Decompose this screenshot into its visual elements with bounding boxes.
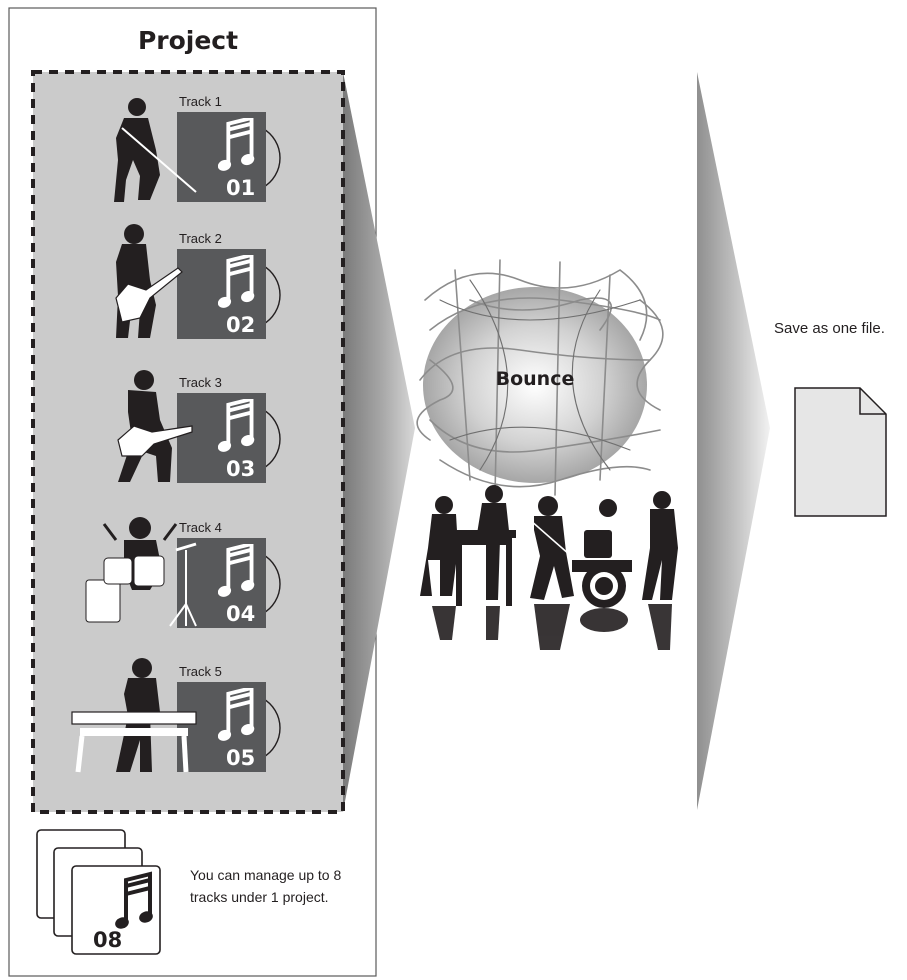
project-title: Project xyxy=(0,26,376,55)
track-label-1: Track 1 xyxy=(179,94,222,109)
track-number-2: 02 xyxy=(226,313,255,337)
band-silhouette xyxy=(420,485,678,650)
track-number-4: 04 xyxy=(226,602,255,626)
track-label-2: Track 2 xyxy=(179,231,222,246)
track-label-4: Track 4 xyxy=(179,520,222,535)
project-note: You can manage up to 8 tracks under 1 pr… xyxy=(190,864,360,908)
bounce-label: Bounce xyxy=(470,368,600,390)
project-stack-number: 08 xyxy=(93,928,122,952)
track-label-5: Track 5 xyxy=(179,664,222,679)
track-label-3: Track 3 xyxy=(179,375,222,390)
save-arrow xyxy=(697,72,770,810)
track-number-5: 05 xyxy=(226,746,255,770)
save-label: Save as one file. xyxy=(774,320,885,337)
file-icon xyxy=(795,388,886,516)
bounce-funnel xyxy=(343,72,415,812)
track-number-1: 01 xyxy=(226,176,255,200)
track-number-3: 03 xyxy=(226,457,255,481)
